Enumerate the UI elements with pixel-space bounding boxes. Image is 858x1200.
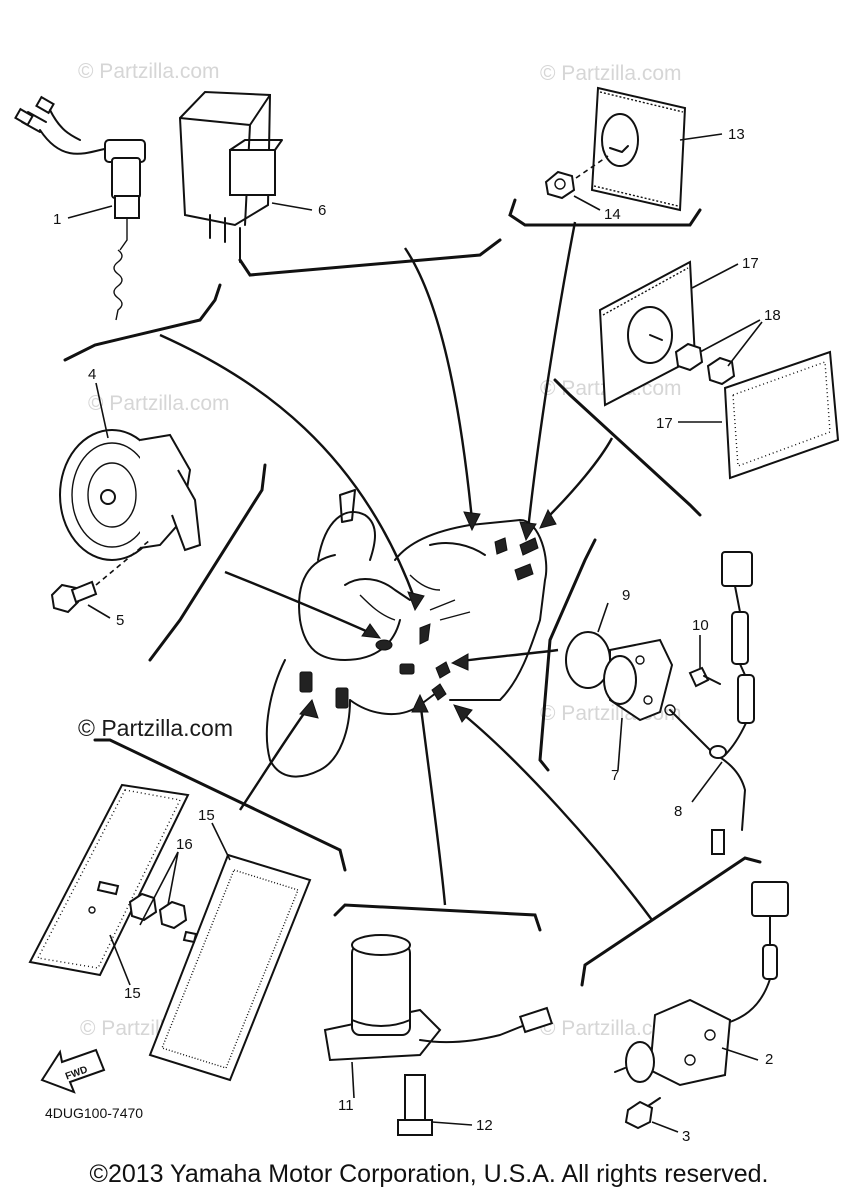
callout-12: 12 (476, 1117, 493, 1134)
part-10-screw (688, 666, 721, 688)
diagram-code: 4DUG100-7470 (45, 1105, 144, 1121)
callout-7: 7 (611, 767, 619, 784)
callout-5: 5 (116, 612, 124, 629)
part-5-bolt (50, 539, 151, 614)
pointer-lines (159, 221, 653, 921)
callout-17-lower: 17 (656, 415, 673, 432)
copyright-notice: ©2013 Yamaha Motor Corporation, U.S.A. A… (89, 1160, 769, 1188)
callout-15-upper: 15 (198, 807, 215, 824)
callout-10: 10 (692, 617, 709, 634)
part-17-reflector-upper (598, 260, 697, 407)
part-17-reflector-lower (723, 350, 840, 480)
fwd-arrow: FWD (40, 1048, 106, 1094)
leader-lines (67, 133, 763, 1133)
callout-3: 3 (682, 1128, 690, 1145)
callout-9: 9 (622, 587, 630, 604)
callout-numbers: 1 2 3 4 5 6 7 8 9 10 11 12 13 14 15 15 1… (53, 126, 781, 1145)
part-2-sensor (614, 881, 789, 1087)
callout-4: 4 (88, 366, 96, 383)
motorcycle-outline (265, 489, 548, 778)
callout-18: 18 (764, 307, 781, 324)
part-6-relay (178, 90, 283, 263)
part-11-level-switch (323, 934, 554, 1062)
callout-11: 11 (338, 1097, 354, 1114)
callout-6: 6 (318, 202, 326, 219)
part-15-reflector-left (28, 783, 190, 977)
part-1-switch (14, 95, 146, 321)
callout-8: 8 (674, 803, 682, 820)
callout-2: 2 (765, 1051, 773, 1068)
partzilla-watermark: © Partzilla.com (78, 715, 233, 741)
part-16-nuts (128, 892, 188, 930)
callout-1: 1 (53, 211, 61, 228)
part-13-reflector (590, 86, 687, 212)
part-3-screw (624, 1097, 661, 1130)
part-18-nuts (674, 342, 736, 386)
callout-17-upper: 17 (742, 255, 759, 272)
part-14-nut (544, 155, 609, 200)
callout-13: 13 (728, 126, 745, 143)
part-12-bolt (397, 1074, 433, 1136)
watermark-text: © Partzilla.com (540, 1017, 682, 1040)
part-8-wire-lead (664, 551, 755, 855)
watermark-text: © Partzilla.com (88, 392, 230, 415)
group-brackets (63, 198, 762, 987)
callout-16: 16 (176, 836, 193, 853)
watermark-text: © Partzilla.com (540, 62, 682, 85)
part-7-sensor-plate (603, 638, 674, 722)
watermark-text: © Partzilla.com (78, 60, 220, 83)
callout-15-lower: 15 (124, 985, 141, 1002)
part-4-horn (59, 429, 202, 561)
part-15-reflector-right (148, 853, 312, 1082)
callout-14: 14 (604, 206, 621, 223)
